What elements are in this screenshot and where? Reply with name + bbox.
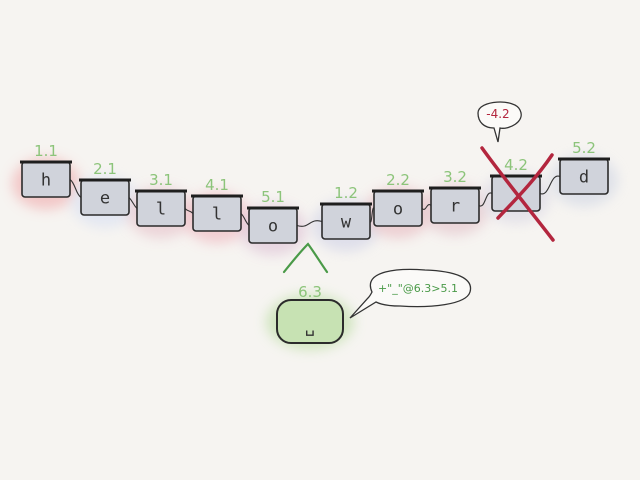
node-char: w [341,213,352,233]
delete-cross-icon [480,146,555,242]
node-link [128,197,138,209]
inserted-node-id: 6.3 [298,283,322,301]
node-id: 3.1 [149,171,173,189]
insert-speech-bubble: +"_"@6.3>5.1 [349,268,472,319]
insert-caret-icon [282,242,329,274]
node-link [69,179,82,198]
list-node: w 1.2 [320,184,372,240]
node-link [539,175,561,195]
node-link [421,204,432,210]
node-id: 3.2 [443,168,467,186]
delete-bubble-text: -4.2 [486,107,509,121]
list-node: o 5.1 [247,188,299,244]
node-link [478,192,493,207]
inserted-node-char: ␣ [305,317,315,337]
node-id: 1.2 [334,184,358,202]
node-char: l [156,200,166,220]
list-node: h 1.1 [20,142,72,198]
list-node: d 5.2 [558,139,610,195]
node-id: 5.2 [572,139,596,157]
list-node: l 3.1 [135,171,187,227]
node-id: 1.1 [34,142,58,160]
node-char: h [41,171,51,191]
inserted-node: ␣ 6.3 [266,283,354,350]
node-id: 2.2 [386,171,410,189]
node-char: o [268,217,278,237]
node-link [296,220,323,227]
list-node: l 4.1 [191,176,243,232]
node-char: d [579,168,589,188]
delete-speech-bubble: -4.2 [477,101,522,143]
list-node: 4.2 [490,156,542,212]
node-link [240,213,250,226]
list-node: r 3.2 [429,168,481,224]
list-node: e 2.1 [79,160,131,216]
node-char: l [212,205,222,225]
node-char: r [450,197,460,217]
node-link [184,208,194,214]
node-char: e [100,189,110,209]
insert-bubble-text: +"_"@6.3>5.1 [378,282,458,295]
node-id: 4.2 [504,156,528,174]
node-id: 4.1 [205,176,229,194]
node-id: 5.1 [261,188,285,206]
list-node: o 2.2 [372,171,424,227]
node-char: o [393,200,403,220]
node-id: 2.1 [93,160,117,178]
